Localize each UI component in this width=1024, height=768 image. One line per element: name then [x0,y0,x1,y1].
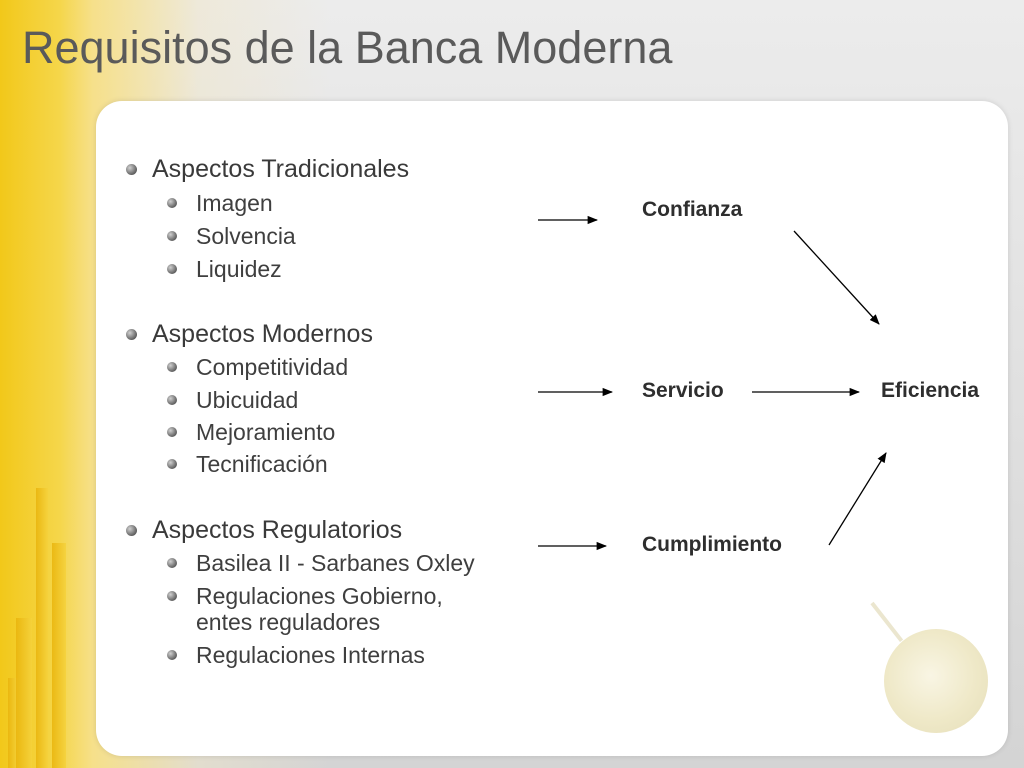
bullet-icon [167,427,177,437]
heading-aspectos-tradicionales: Aspectos Tradicionales [126,155,410,184]
list-item: Regulaciones Internas [167,642,425,669]
bullet-icon [167,558,177,568]
slide-title: Requisitos de la Banca Moderna [22,22,673,73]
list-item-label: Solvencia [196,223,296,249]
decorative-bar [16,618,32,768]
bullet-icon [167,198,177,208]
arrow-cumplimiento-to-eficiencia [828,452,887,546]
bullet-icon [126,525,137,536]
list-item-label: entes reguladores [196,609,381,635]
decorative-bar [8,678,18,768]
arrow-confianza-to-eficiencia [793,230,880,325]
content-panel [96,101,1008,756]
list-item: Solvencia [167,223,296,250]
concept-confianza: Confianza [642,198,743,221]
list-item-continuation: entes reguladores [196,609,380,636]
bullet-icon [126,164,137,175]
list-item: Competitividad [167,354,349,381]
list-item-label: Regulaciones Gobierno, [196,583,443,609]
concept-eficiencia: Eficiencia [881,379,980,402]
bullet-icon [167,231,177,241]
bullet-icon [167,459,177,469]
list-item: Basilea II - Sarbanes Oxley [167,550,475,577]
group-heading: Aspectos Modernos [152,320,373,348]
list-item-label: Regulaciones Internas [196,642,425,668]
bullet-icon [167,264,177,274]
group-heading: Aspectos Regulatorios [152,516,403,544]
decorative-seal [884,629,988,733]
bullet-icon [167,395,177,405]
group-heading: Aspectos Tradicionales [152,155,410,183]
heading-aspectos-regulatorios: Aspectos Regulatorios [126,516,403,545]
list-item-label: Mejoramiento [196,419,336,445]
heading-aspectos-modernos: Aspectos Modernos [126,320,373,349]
concept-cumplimiento: Cumplimiento [642,533,782,556]
list-item: Tecnificación [167,451,328,478]
bullet-icon [126,329,137,340]
concept-servicio: Servicio [642,379,724,402]
list-item-label: Imagen [196,190,273,216]
list-item: Liquidez [167,256,282,283]
list-item: Mejoramiento [167,419,336,446]
list-item-label: Basilea II - Sarbanes Oxley [196,550,475,576]
bullet-icon [167,591,177,601]
list-item: Regulaciones Gobierno, [167,583,443,610]
bullet-icon [167,362,177,372]
list-item: Ubicuidad [167,387,299,414]
decorative-bar [52,543,66,768]
list-item: Imagen [167,190,273,217]
list-item-label: Liquidez [196,256,282,282]
decorative-bar [36,488,48,768]
list-item-label: Ubicuidad [196,387,299,413]
list-item-label: Tecnificación [196,451,328,477]
bullet-icon [167,650,177,660]
list-item-label: Competitividad [196,354,349,380]
